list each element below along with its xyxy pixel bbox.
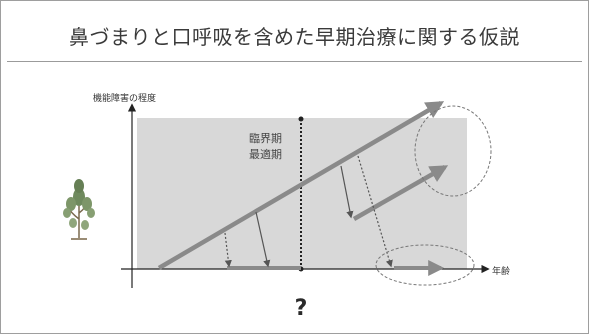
highlight-ellipse-upper xyxy=(414,105,492,197)
main-progression-arrow xyxy=(157,101,445,270)
slide-title: 鼻づまりと口呼吸を含めた早期治療に関する仮説 xyxy=(69,25,520,49)
x-axis-label: 年齢 xyxy=(492,265,510,277)
drop-arrow-2 xyxy=(255,211,271,268)
critical-period-label-2: 最適期 xyxy=(249,147,282,161)
drop-arrow-1-dotted xyxy=(224,232,232,268)
drop-arrow-3 xyxy=(340,165,354,219)
critical-period-label-1: 臨界期 xyxy=(249,132,282,145)
title-divider xyxy=(7,61,582,62)
highlight-ellipse-lower xyxy=(375,244,475,286)
question-mark: ? xyxy=(295,296,308,321)
drop-arrow-4-dotted xyxy=(357,155,393,268)
critical-period-top-dot xyxy=(298,116,304,122)
y-axis-label: 機能障害の程度 xyxy=(93,92,156,104)
plant-illustration xyxy=(63,179,95,240)
late-treatment-arrow xyxy=(352,165,449,221)
